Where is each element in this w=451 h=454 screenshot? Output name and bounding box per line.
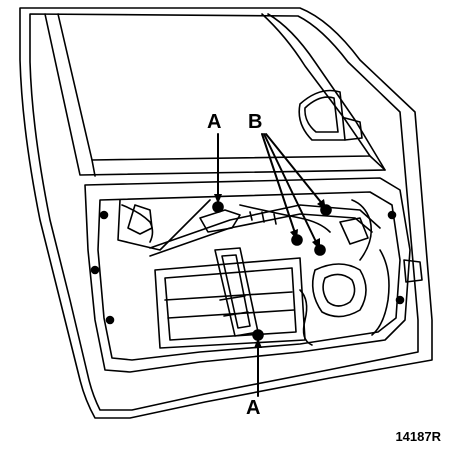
side-mirror (298, 89, 363, 141)
arrowheads (214, 194, 326, 348)
window-regulator (154, 247, 306, 349)
motor-and-wiring (299, 199, 423, 346)
callout-b: B (248, 111, 263, 133)
callout-a-top: A (207, 111, 222, 133)
callout-a-bottom: A (246, 397, 261, 419)
figure-reference-code: 14187R (395, 429, 441, 444)
door-frame (19, 7, 433, 419)
upper-rail (149, 204, 381, 257)
leader-lines (217, 133, 325, 397)
window-frame (44, 13, 386, 177)
